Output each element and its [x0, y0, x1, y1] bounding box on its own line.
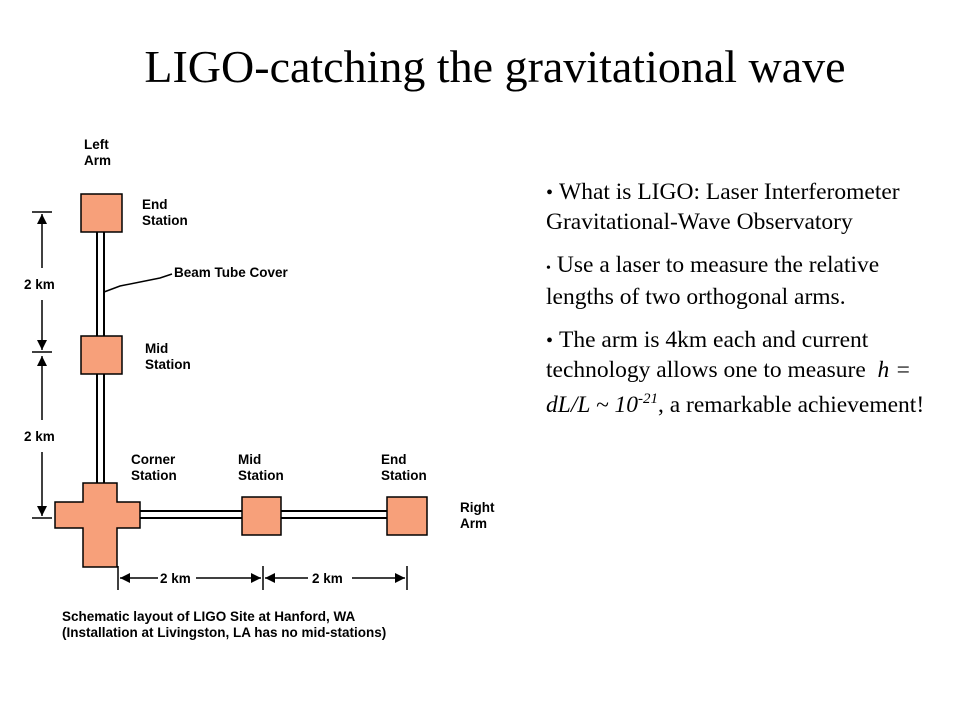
bullet-list: •What is LIGO: Laser Interferometer Grav…	[546, 178, 926, 434]
mid-station-vertical	[80, 335, 123, 375]
strain-formula: h = dL/L ~ 10	[546, 357, 912, 418]
dimension-upper-label: 2 km	[24, 277, 55, 292]
dimension-left-horizontal-label: 2 km	[160, 571, 191, 586]
diagram-caption: Schematic layout of LIGO Site at Hanford…	[62, 609, 387, 640]
beam-tube-cover-leader	[103, 273, 173, 293]
bullet-dot: •	[546, 330, 554, 352]
corner-station	[54, 482, 141, 568]
bullet-laser-measure: •Use a laser to measure the relative len…	[546, 252, 880, 310]
bullet-dot: •	[546, 182, 554, 204]
vertical-dimension-arrows	[37, 214, 47, 516]
end-station-top	[80, 193, 123, 233]
bullet-dot: •	[546, 261, 551, 276]
beam-tube-cover-label: Beam Tube Cover	[174, 265, 288, 280]
mid-station-horizontal	[241, 496, 282, 536]
dimension-right-horizontal-label: 2 km	[312, 571, 343, 586]
strain-exponent: -21	[637, 391, 658, 407]
ligo-layout-drawing	[32, 193, 428, 590]
end-station-right	[386, 496, 428, 536]
bullet-what-is-ligo: •What is LIGO: Laser Interferometer Grav…	[546, 179, 900, 235]
slide-title: LIGO-catching the gravitational wave	[144, 41, 846, 92]
dimension-lower-label: 2 km	[24, 429, 55, 444]
horizontal-dimension-arrows	[120, 573, 405, 583]
bullet-arm-length: •The arm is 4km each and current technol…	[546, 327, 925, 418]
